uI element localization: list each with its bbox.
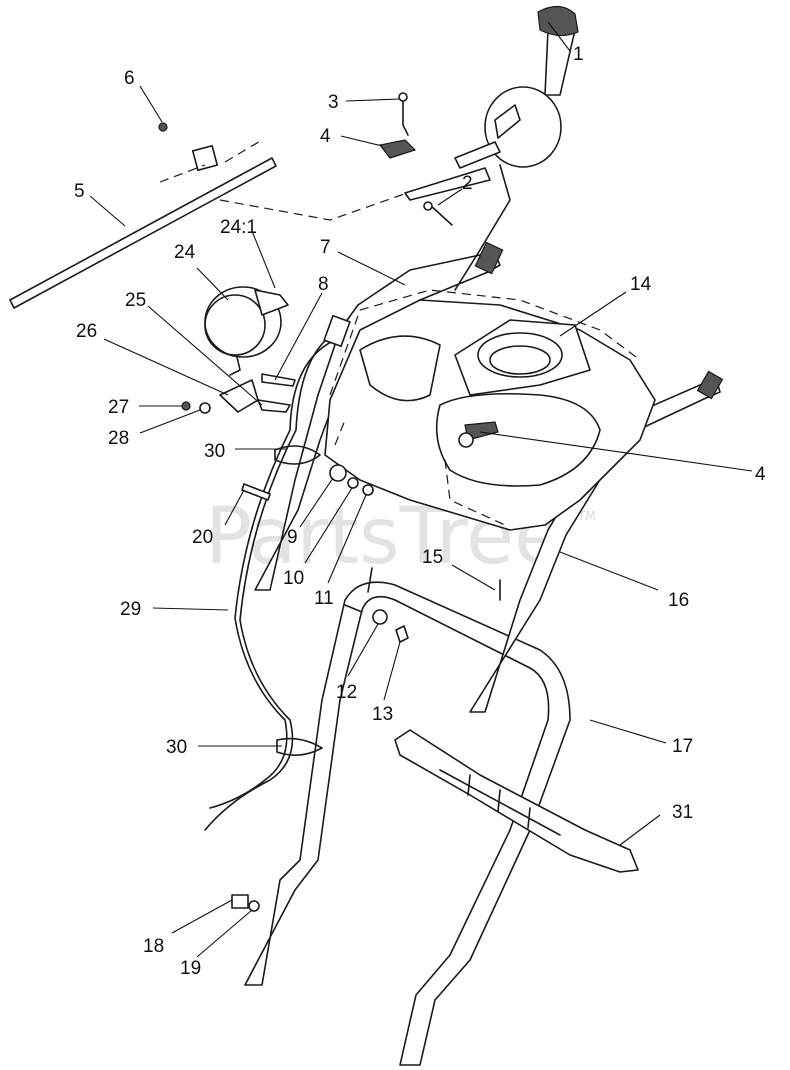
callout-27: 27	[108, 397, 129, 418]
control-panel-part	[219, 191, 656, 531]
shift-lever-part	[404, 5, 579, 291]
hardware-parts	[231, 464, 501, 912]
callout-25: 25	[125, 290, 146, 311]
callout-16: 16	[668, 590, 689, 611]
callout-30a: 30	[204, 441, 225, 462]
callout-15: 15	[422, 547, 443, 568]
callout-11: 11	[314, 588, 334, 609]
clip-parts	[378, 92, 499, 448]
callout-8: 8	[318, 274, 329, 295]
callout-6: 6	[124, 68, 135, 89]
lever-bar-part	[394, 729, 639, 873]
callout-13: 13	[372, 704, 393, 725]
callout-7: 7	[320, 237, 331, 258]
callout-24: 24	[174, 242, 196, 263]
leader-lines	[89, 21, 753, 958]
callout-9: 9	[287, 527, 298, 548]
callout-20: 20	[192, 527, 213, 548]
callout-1: 1	[573, 44, 584, 65]
callout-30b: 30	[166, 737, 187, 758]
callout-12: 12	[336, 682, 357, 703]
callout-5: 5	[74, 181, 85, 202]
wire-harness-part	[204, 314, 351, 831]
callout-19: 19	[180, 958, 201, 979]
callout-31: 31	[672, 802, 693, 823]
upper-handle-part	[254, 241, 724, 713]
callout-29: 29	[120, 599, 141, 620]
callout-14: 14	[630, 274, 652, 295]
callout-28: 28	[108, 428, 129, 449]
callout-18: 18	[143, 936, 164, 957]
callout-24-1: 24:1	[220, 217, 257, 238]
callout-4: 4	[320, 126, 331, 147]
rod-part	[9, 122, 277, 309]
callout-4b: 4	[755, 464, 766, 485]
callout-26: 26	[76, 321, 97, 342]
callout-3: 3	[328, 92, 339, 113]
callout-labels: 1 2 3 4 5 6 7 8 9 10 11 12 13 14 4 15 16…	[74, 44, 766, 979]
callout-17: 17	[672, 736, 693, 757]
headlight-part	[181, 286, 296, 414]
watermark-trademark: TM	[577, 509, 596, 523]
callout-10: 10	[283, 568, 304, 589]
callout-2: 2	[462, 173, 473, 194]
lower-handle-part	[244, 567, 571, 1066]
